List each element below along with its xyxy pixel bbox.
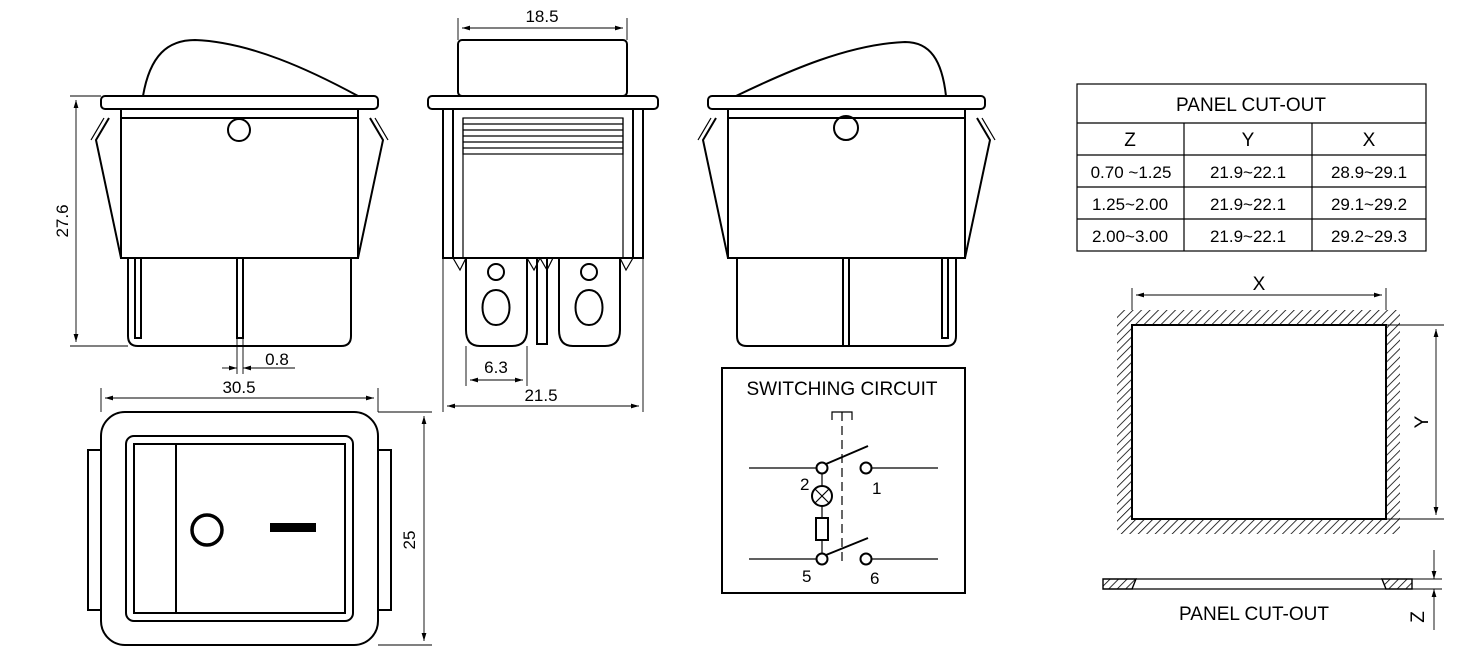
on-symbol-icon <box>270 523 316 532</box>
front-lower-housing <box>127 258 352 347</box>
side-center-pin <box>536 257 548 345</box>
dim-0-8: 0.8 <box>265 350 289 369</box>
circuit-title: SWITCHING CIRCUIT <box>746 379 937 400</box>
cutout-hole <box>1131 324 1387 520</box>
front-view: 27.6 0.8 <box>53 38 389 374</box>
dim-21-5: 21.5 <box>524 386 557 405</box>
side-flange <box>427 95 659 110</box>
table-header-y: Y <box>1242 130 1255 151</box>
table-header-z: Z <box>1124 130 1136 151</box>
cutout-z-label: Z <box>1408 611 1429 623</box>
circuit-frame <box>721 367 966 594</box>
led-hole-mirrored <box>833 115 859 141</box>
cutout-drawing: X Y Z PANEL CUT-OUT <box>1102 274 1444 630</box>
terminal-6: 6 <box>870 569 879 588</box>
rocker-actuator <box>142 38 359 97</box>
table-cell: 21.9~22.1 <box>1210 227 1286 246</box>
table-title: PANEL CUT-OUT <box>1176 95 1326 116</box>
bottom-outer-frame <box>100 411 379 646</box>
table-cell: 0.70 ~1.25 <box>1091 163 1172 182</box>
off-symbol-icon <box>190 513 224 547</box>
table-header-x: X <box>1363 130 1376 151</box>
table-cell: 29.1~29.2 <box>1331 195 1407 214</box>
resistor-icon <box>815 517 829 541</box>
table-cell: 21.9~22.1 <box>1210 195 1286 214</box>
side-terminal-right <box>558 258 621 347</box>
table-cell: 1.25~2.00 <box>1092 195 1168 214</box>
rocker-face <box>133 443 346 614</box>
led-hole <box>227 118 251 142</box>
dim-25: 25 <box>400 531 419 550</box>
front-view-mirrored <box>697 40 996 347</box>
pin-left <box>134 257 142 339</box>
cutout-y-label: Y <box>1412 415 1433 428</box>
table-cell: 2.00~3.00 <box>1092 227 1168 246</box>
terminal-2: 2 <box>800 475 809 494</box>
side-terminal-left <box>465 258 528 347</box>
bottom-left-tab <box>87 449 102 611</box>
rocker-actuator-mirrored <box>735 40 947 97</box>
terminal-5: 5 <box>802 567 811 586</box>
front-body <box>120 108 359 259</box>
terminal-1: 1 <box>872 479 881 498</box>
dim-30-5: 30.5 <box>222 378 255 397</box>
panel-section-right <box>1380 578 1413 590</box>
side-actuator <box>457 39 628 97</box>
table-cell: 29.2~29.3 <box>1331 227 1407 246</box>
left-clip <box>94 117 122 259</box>
cutout-x-label: X <box>1253 274 1266 295</box>
dim-27-6: 27.6 <box>53 204 72 237</box>
bottom-right-tab <box>377 449 392 611</box>
cutout-caption: PANEL CUT-OUT <box>1179 604 1329 625</box>
panel-section-left <box>1102 578 1138 590</box>
cutout-table: PANEL CUT-OUT Z Y X 0.70 ~1.25 21.9~22.1… <box>1076 83 1427 252</box>
bottom-bezel <box>125 435 354 622</box>
side-view: 18.5 6.3 21. <box>427 7 659 412</box>
front-flange <box>100 95 379 110</box>
switching-circuit: SWITCHING CIRCUIT 2 1 5 6 <box>721 367 966 594</box>
table-cell: 21.9~22.1 <box>1210 163 1286 182</box>
panel-hatch <box>1117 310 1400 534</box>
side-body <box>442 108 644 259</box>
bottom-view: 30.5 25 <box>87 378 432 646</box>
dim-18-5: 18.5 <box>525 7 558 26</box>
dim-6-3: 6.3 <box>484 358 508 377</box>
table-cell: 28.9~29.1 <box>1331 163 1407 182</box>
right-clip <box>357 117 385 259</box>
pin-right <box>236 257 244 339</box>
